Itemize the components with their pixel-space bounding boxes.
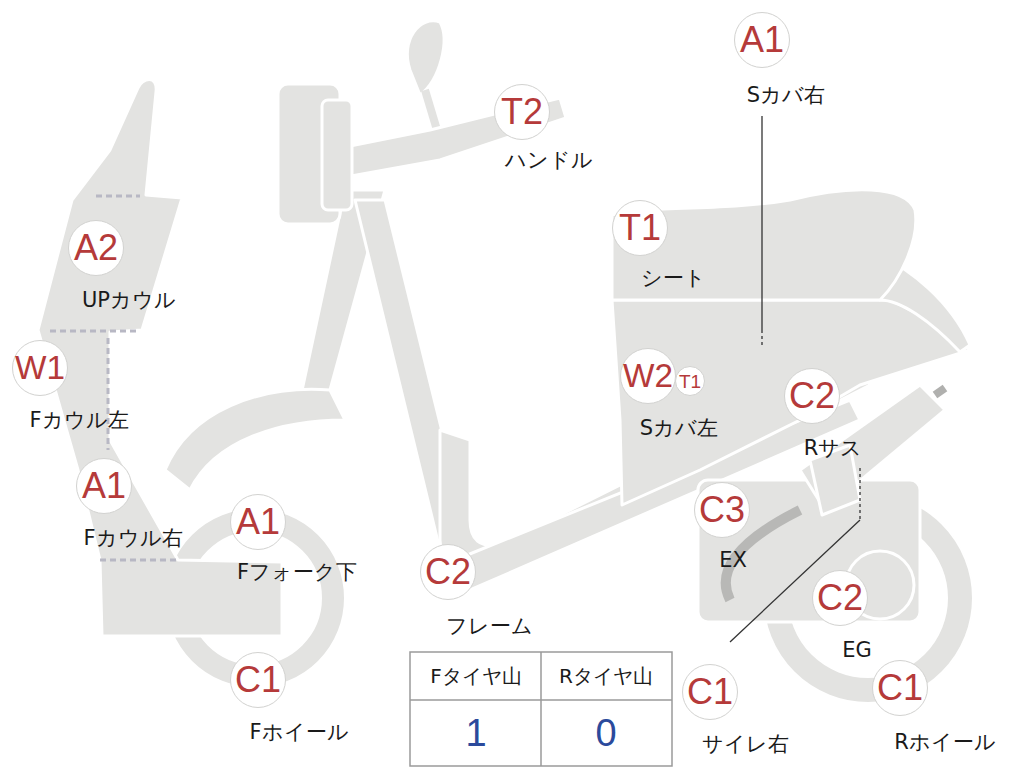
part-name: EG xyxy=(842,639,872,662)
damage-code: A1 xyxy=(82,468,126,504)
damage-callout: C3EX xyxy=(694,482,750,538)
damage-callout: T2ハンドル xyxy=(494,84,550,140)
part-name: Rサス xyxy=(804,437,863,460)
part-name: サイレ右 xyxy=(702,733,789,756)
damage-callout: C1Fホイール xyxy=(230,652,286,708)
part-name: シート xyxy=(641,267,706,290)
damage-code: A1 xyxy=(740,22,784,58)
part-name: UPカウル xyxy=(82,289,176,312)
damage-code: W1 xyxy=(15,351,65,384)
damage-code: C1 xyxy=(687,674,733,710)
part-name: ハンドル xyxy=(505,149,593,172)
part-name: Fカウル右 xyxy=(83,527,182,550)
seat xyxy=(612,190,916,300)
damage-callout: C2EG xyxy=(812,570,868,626)
damage-code: T1 xyxy=(679,372,701,391)
table-header: Rタイヤ山 xyxy=(559,666,653,686)
damage-code: A1 xyxy=(236,504,280,540)
damage-code: C2 xyxy=(425,554,471,590)
part-name: Rホイール xyxy=(894,731,996,754)
part-name: フレーム xyxy=(446,615,533,638)
table-value: 1 xyxy=(465,714,486,752)
damage-code: C2 xyxy=(817,580,863,616)
damage-callout: A2UPカウル xyxy=(68,220,124,276)
tire-table xyxy=(410,652,672,766)
damage-callout: T1 xyxy=(675,366,705,396)
damage-callout: T1シート xyxy=(612,200,668,256)
damage-code: T1 xyxy=(619,210,661,246)
damage-callout: C1サイレ右 xyxy=(682,664,738,720)
damage-callout: A1Fカウル右 xyxy=(76,458,132,514)
damage-callout: A1Fフォーク下 xyxy=(230,494,286,550)
damage-callout: C1Rホイール xyxy=(872,660,928,716)
part-name: Sカバ右 xyxy=(747,84,825,107)
part-name: Fカウル左 xyxy=(29,409,128,432)
damage-code: C1 xyxy=(235,662,281,698)
damage-code: C2 xyxy=(789,378,835,414)
table-value: 0 xyxy=(595,714,616,752)
part-name: Fフォーク下 xyxy=(237,561,357,584)
damage-callout: W2Sカバ左 xyxy=(620,348,676,404)
part-name: Fホイール xyxy=(249,721,348,744)
engine xyxy=(698,480,920,622)
table-header: Fタイヤ山 xyxy=(430,666,522,686)
damage-callout: A1Sカバ右 xyxy=(734,12,790,68)
damage-code: W2 xyxy=(623,359,673,392)
damage-callout: W1Fカウル左 xyxy=(12,340,68,396)
mirror xyxy=(407,21,444,95)
part-name: EX xyxy=(719,549,747,572)
leader-lines xyxy=(730,116,860,642)
damage-code: C1 xyxy=(877,670,923,706)
panel-seams xyxy=(50,196,176,560)
part-name: Sカバ左 xyxy=(640,417,718,440)
front-cowl xyxy=(38,80,282,637)
front-fender xyxy=(165,389,345,490)
damage-callout: C2Rサス xyxy=(784,368,840,424)
damage-code: T2 xyxy=(501,94,543,130)
damage-callout: C2フレーム xyxy=(420,544,476,600)
damage-code: A2 xyxy=(74,230,118,266)
damage-code: C3 xyxy=(699,492,745,528)
